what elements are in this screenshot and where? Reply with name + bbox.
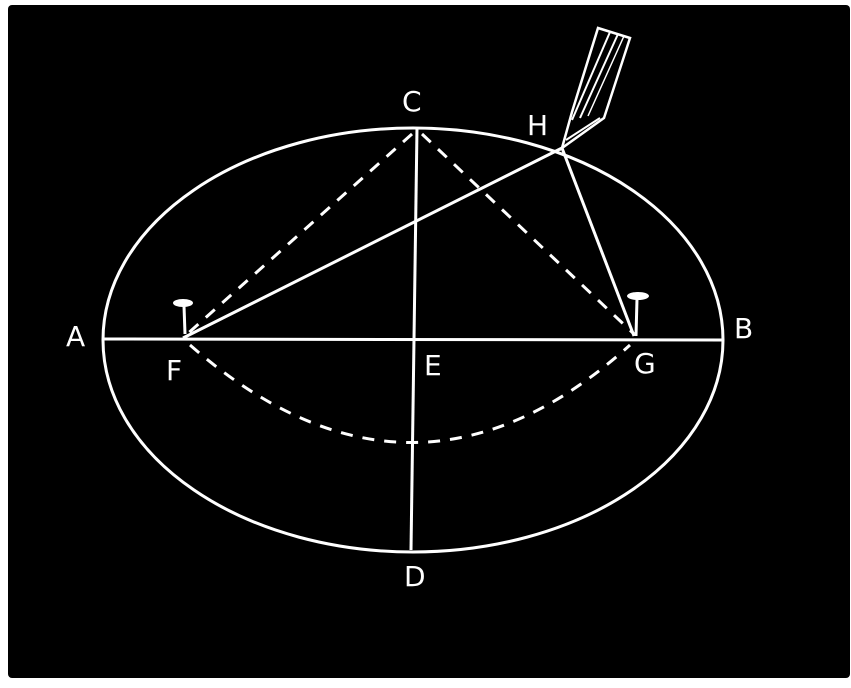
dashed-line-CG xyxy=(420,132,636,336)
label-H: H xyxy=(527,109,549,142)
label-G: G xyxy=(634,347,656,380)
label-D: D xyxy=(404,560,426,593)
minor-axis-CD xyxy=(409,127,419,551)
label-F: F xyxy=(166,354,183,387)
dashed-arc-FG xyxy=(189,343,632,444)
label-E: E xyxy=(424,349,442,382)
pin-F-icon xyxy=(173,299,193,335)
label-C: C xyxy=(402,85,422,118)
pin-G-icon xyxy=(627,292,649,337)
dashed-line-CF xyxy=(184,132,413,338)
label-A: A xyxy=(66,320,86,353)
label-B: B xyxy=(734,312,754,345)
string-HG xyxy=(560,147,636,337)
string-FH xyxy=(182,146,563,340)
diagram-panel xyxy=(8,5,850,678)
pencil-icon xyxy=(559,26,632,152)
